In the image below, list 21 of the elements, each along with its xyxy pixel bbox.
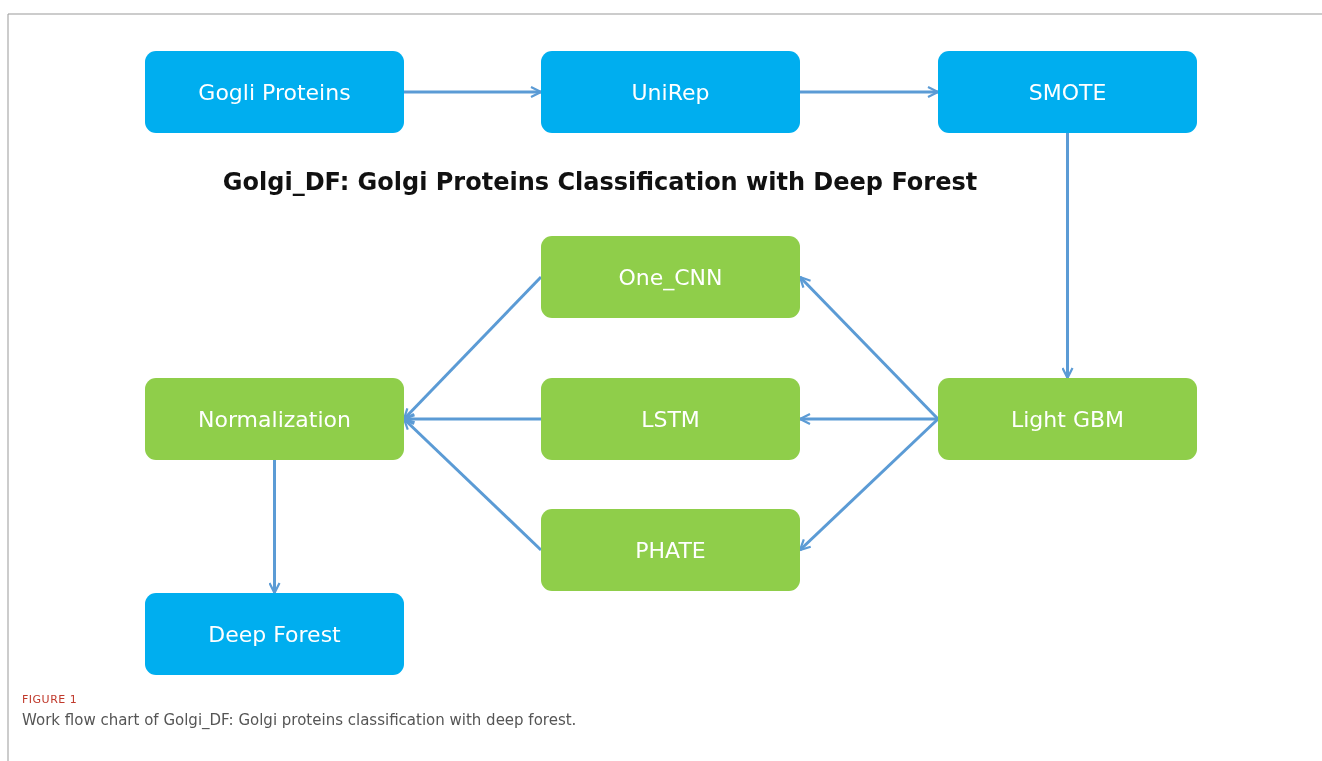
figure-number: FIGURE 1 [22,693,78,706]
arrow [798,275,940,421]
process-box: Deep Forest [145,593,404,675]
diagram-title: Golgi_DF: Golgi Proteins Classification with Deep Forest [221,168,979,196]
arrow [798,417,940,552]
arrow [402,275,543,421]
process-box: SMOTE [938,51,1197,133]
arrow [800,85,940,99]
arrow [404,85,543,99]
process-box: One_CNN [541,236,800,318]
process-box: Light GBM [938,378,1197,460]
process-box: UniRep [541,51,800,133]
arrow [268,460,281,595]
process-box: Normalization [145,378,404,460]
process-box: LSTM [541,378,800,460]
figure-caption: Work flow chart of Golgi_DF: Golgi proteins classification with deep forest. [22,711,577,729]
arrow [1061,133,1074,380]
arrow [798,412,938,426]
process-box: Gogli Proteins [145,51,404,133]
arrow [402,417,543,552]
process-box: PHATE [541,509,800,591]
